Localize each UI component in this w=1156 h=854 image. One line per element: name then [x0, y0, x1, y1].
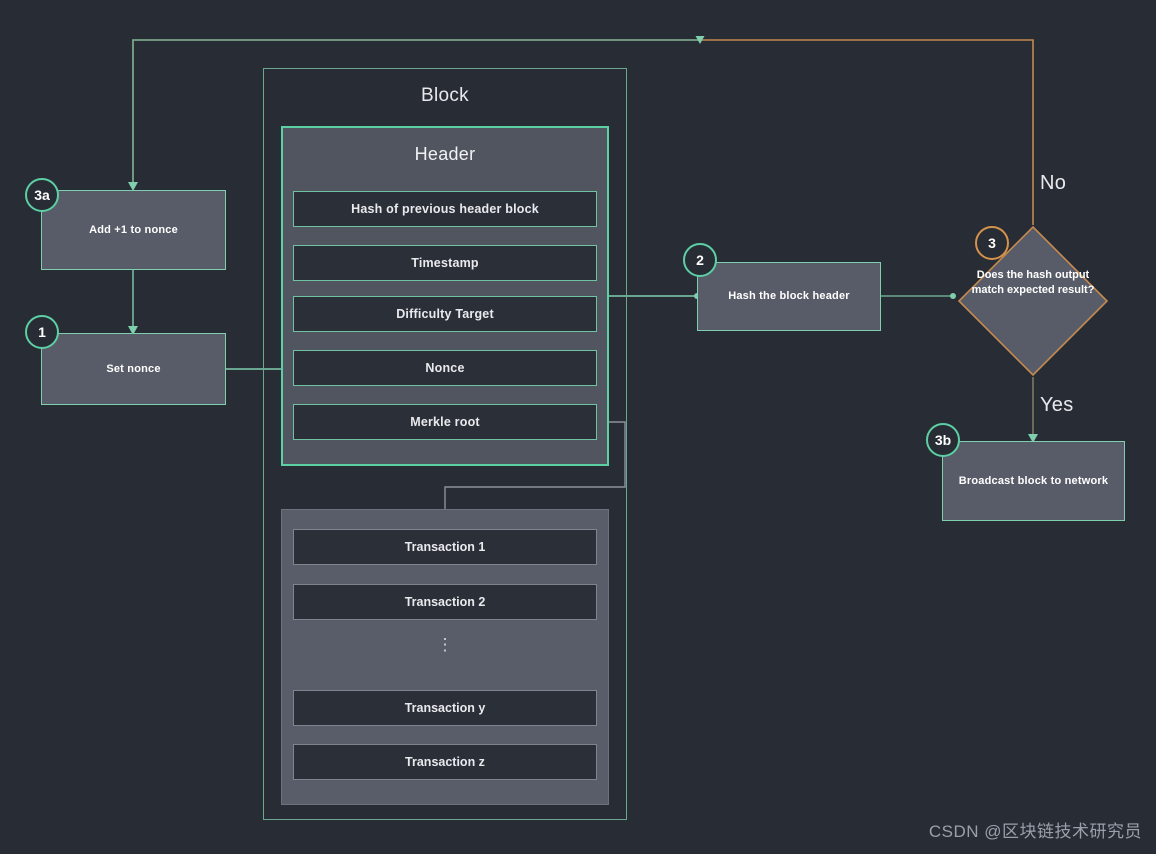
step-badge-3: 3	[975, 226, 1009, 260]
step-badge-1: 1	[25, 315, 59, 349]
branch-label-yes: Yes	[1040, 394, 1074, 416]
step-badge-3a: 3a	[25, 178, 59, 212]
block-title: Block	[421, 85, 469, 106]
decision-diamond-label: Does the hash output match expected resu…	[971, 269, 1095, 296]
step-broadcast-block-label: Broadcast block to network	[958, 474, 1109, 487]
step-broadcast-block: Broadcast block to network	[942, 441, 1125, 521]
header-field-difficulty-target: Difficulty Target	[293, 296, 597, 332]
block-header-title: Header	[414, 144, 476, 164]
step-hash-block-header: Hash the block header	[697, 262, 881, 331]
transactions-ellipsis: ⋮	[436, 635, 454, 654]
transaction-item-y: Transaction y	[293, 690, 597, 726]
step-add-one-to-nonce: Add +1 to nonce	[41, 190, 226, 270]
step-badge-3b: 3b	[926, 423, 960, 457]
transaction-item-z: Transaction z	[293, 744, 597, 780]
decision-diamond	[957, 225, 1109, 377]
header-field-nonce: Nonce	[293, 350, 597, 386]
block-container	[263, 68, 627, 820]
transaction-item-1: Transaction 1	[293, 529, 597, 565]
header-field-merkle-root: Merkle root	[293, 404, 597, 440]
step-set-nonce: Set nonce	[41, 333, 226, 405]
transaction-item-2: Transaction 2	[293, 584, 597, 620]
step-badge-2: 2	[683, 243, 717, 277]
step-hash-block-header-label: Hash the block header	[728, 290, 850, 303]
header-field-timestamp: Timestamp	[293, 245, 597, 281]
header-field-prev-hash: Hash of previous header block	[293, 191, 597, 227]
branch-label-no: No	[1040, 172, 1067, 194]
step-add-one-to-nonce-label: Add +1 to nonce	[89, 223, 178, 236]
step-set-nonce-label: Set nonce	[106, 362, 161, 375]
watermark: CSDN @区块链技术研究员	[928, 822, 1142, 841]
